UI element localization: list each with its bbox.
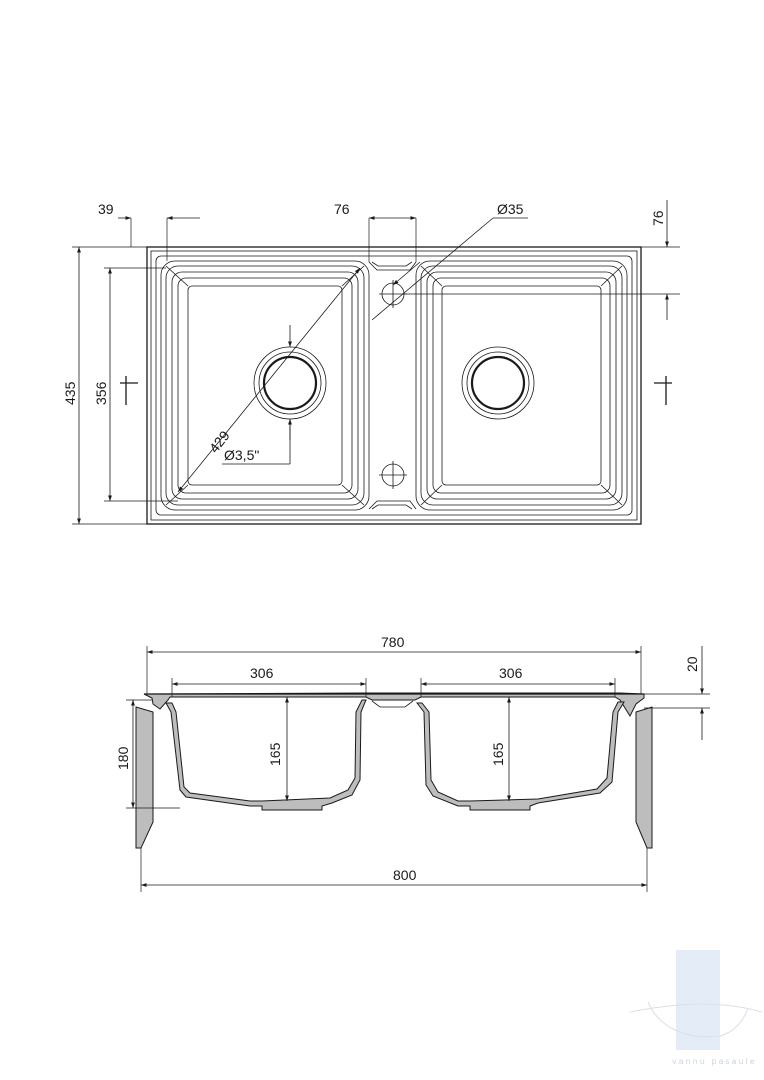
section-view: 780 306 306 165 165 20 180 800 — [115, 634, 710, 892]
watermark-logo: vannu pasaule — [629, 950, 763, 1066]
dim-right-offset: 76 — [650, 210, 666, 226]
dim-cabinet-depth: 180 — [115, 746, 131, 770]
right-bowl-section — [415, 701, 625, 811]
watermark-text: vannu pasaule — [672, 1057, 757, 1066]
cabinet-wall-left — [135, 706, 154, 849]
dim-tap-hole: Ø35 — [497, 201, 524, 217]
dim-overall-depth: 435 — [62, 381, 78, 405]
top-view: 39 76 Ø35 76 435 356 429 — [62, 200, 680, 525]
sink-outer-outline — [146, 246, 642, 525]
sink-section-rim — [143, 692, 645, 718]
dim-bowl-depth-right: 165 — [490, 742, 506, 766]
dim-bowl-width-left: 306 — [250, 665, 274, 681]
dim-center-gap: 76 — [334, 201, 350, 217]
dim-cabinet-width: 800 — [393, 867, 417, 883]
dim-bowl-width-right: 306 — [499, 665, 523, 681]
dim-bowl-depth: 356 — [93, 381, 109, 405]
right-bowl — [415, 260, 628, 511]
right-drain-outer — [461, 346, 535, 420]
dim-rim-thickness: 20 — [684, 656, 700, 672]
left-bowl-section — [165, 699, 367, 811]
cabinet-wall-right — [635, 706, 653, 849]
dim-overall-width-top: 780 — [381, 634, 405, 650]
dim-left-offset: 39 — [98, 201, 114, 217]
dim-drain: Ø3,5" — [224, 447, 259, 463]
dim-bowl-depth-left: 165 — [267, 742, 283, 766]
